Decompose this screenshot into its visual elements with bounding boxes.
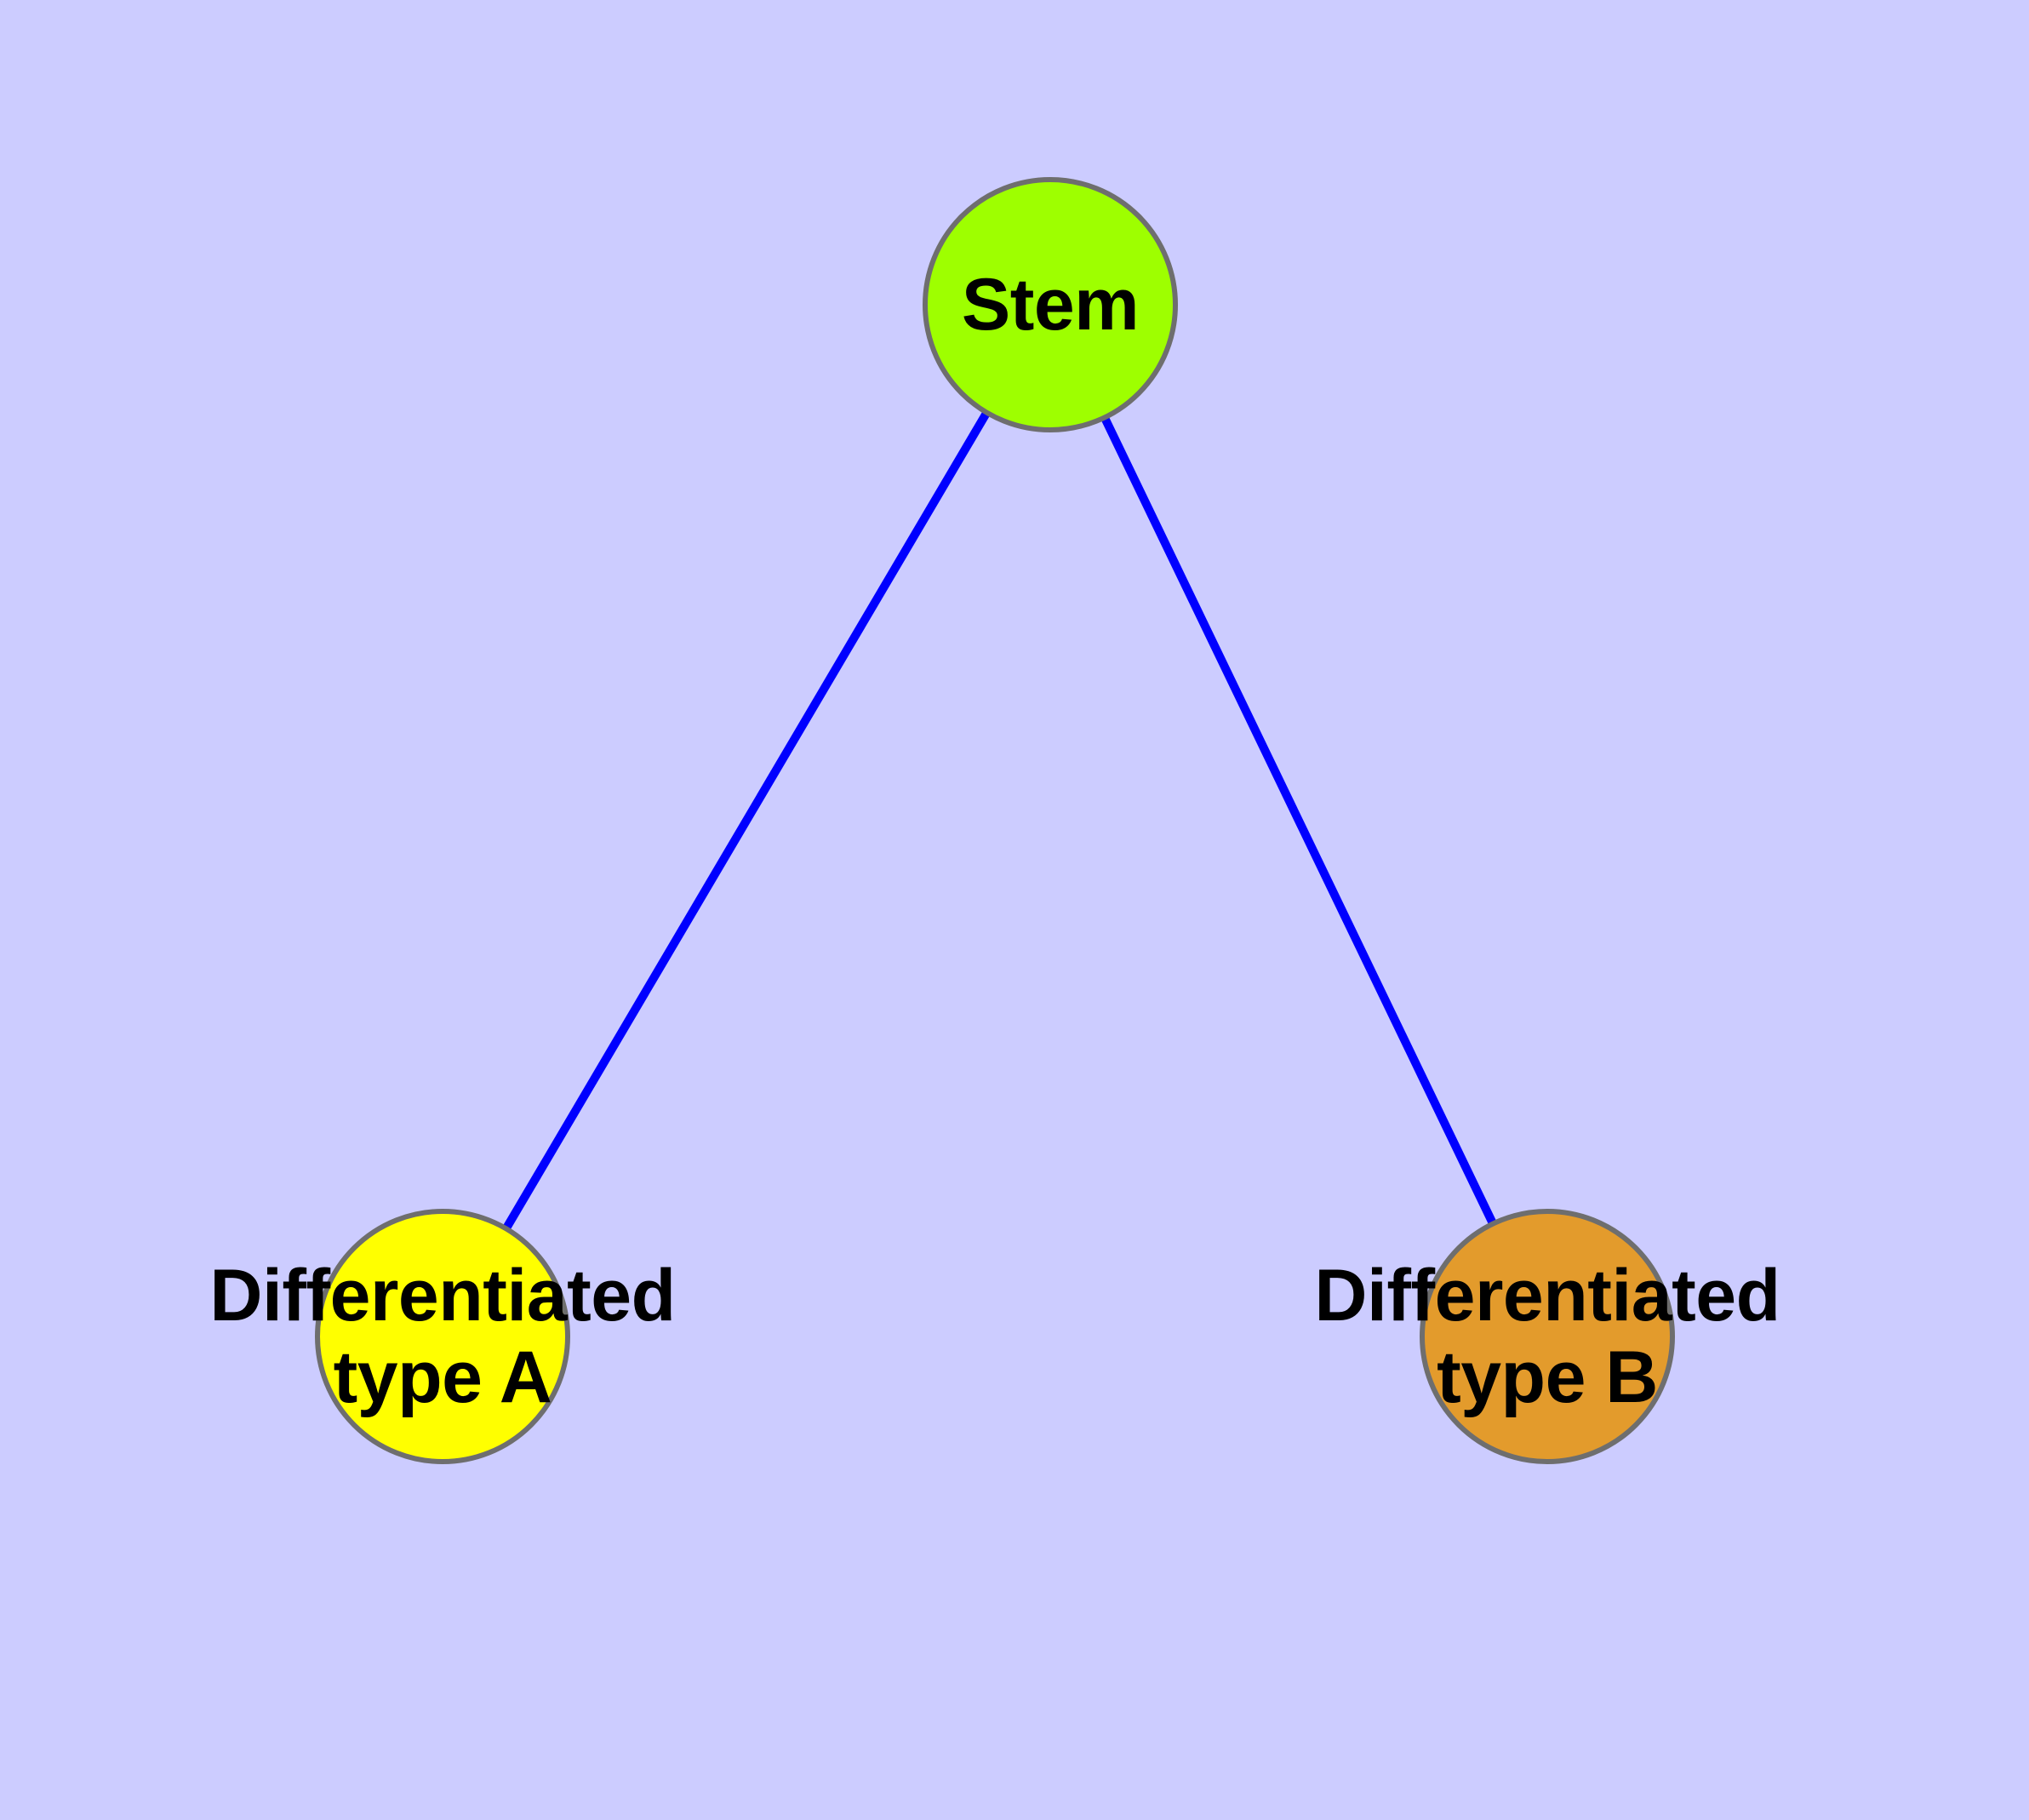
edge-stem-to-differentiated-type-b[interactable] — [1046, 302, 1552, 1339]
edge-stem-to-differentiated-type-a[interactable] — [438, 302, 1055, 1339]
node-stem[interactable] — [923, 177, 1178, 432]
node-differentiated-type-a[interactable] — [315, 1209, 570, 1464]
node-differentiated-type-b[interactable] — [1420, 1209, 1675, 1464]
